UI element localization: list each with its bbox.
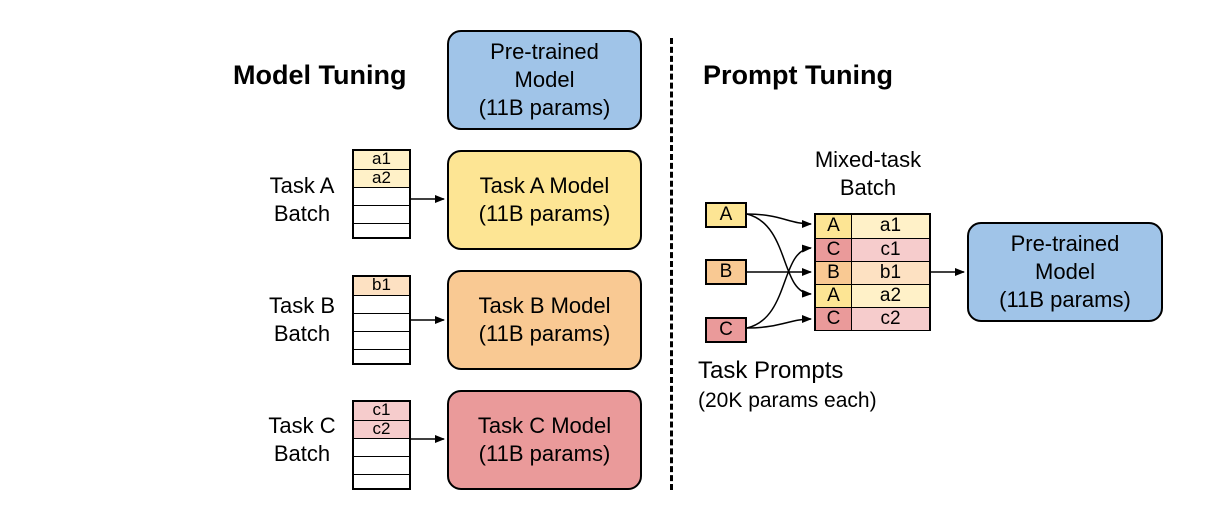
task-a-label-line2: Batch (273, 201, 331, 226)
batch-row: a2 (354, 169, 409, 187)
pretrained-model-box-left: Pre-trained Model (11B params) (447, 30, 642, 130)
task-prompts-params: (20K params each) (698, 389, 877, 412)
mixed-batch-row: A a2 (816, 284, 929, 307)
arrow-prompt-c-row5 (746, 315, 812, 329)
batch-row (354, 456, 409, 474)
arrow-prompt-a-row4 (746, 213, 812, 298)
row-item: b1 (852, 262, 929, 284)
row-item: a2 (852, 285, 929, 307)
mixed-batch-row: C c2 (816, 307, 929, 330)
batch-row (354, 438, 409, 456)
task-b-label-line1: Task B (268, 293, 336, 318)
task-a-batch-table: a1 a2 (352, 149, 411, 239)
mixed-batch-row: A a1 (816, 215, 929, 238)
task-b-model-params: (11B params) (478, 321, 611, 346)
task-prompt-c: C (705, 317, 747, 343)
row-item: c1 (852, 239, 929, 261)
pretrained-model-box-right: Pre-trained Model (11B params) (967, 222, 1163, 322)
row-prompt: B (816, 262, 852, 284)
task-c-model-name: Task C Model (477, 413, 612, 438)
task-prompts-label: Task Prompts (698, 357, 844, 384)
task-c-batch-label: Task C Batch (262, 412, 342, 468)
task-c-batch-table: c1 c2 (352, 400, 411, 490)
task-b-batch-table: b1 (352, 275, 411, 365)
batch-row (354, 223, 409, 241)
section-divider (670, 38, 673, 490)
model-tuning-heading: Model Tuning (233, 60, 407, 90)
task-a-model-params: (11B params) (478, 201, 611, 226)
task-a-batch-label: Task A Batch (262, 172, 342, 228)
task-c-model-params: (11B params) (478, 441, 611, 466)
prompt-tuning-heading: Prompt Tuning (703, 60, 893, 90)
mixed-batch-table: A a1 C c1 B b1 A a2 C c2 (814, 213, 931, 331)
batch-row: c1 (354, 401, 409, 420)
arrow-prompt-a-row1 (746, 213, 812, 228)
batch-row: b1 (354, 276, 409, 295)
pretrained-line2: Model (514, 67, 575, 92)
task-c-label-line2: Batch (273, 441, 331, 466)
task-a-model-box: Task A Model (11B params) (447, 150, 642, 250)
row-prompt: A (816, 215, 852, 238)
task-b-model-name: Task B Model (478, 293, 611, 318)
task-b-model-box: Task B Model (11B params) (447, 270, 642, 370)
row-item: a1 (852, 215, 929, 238)
task-prompt-a: A (705, 202, 747, 228)
batch-row (354, 349, 409, 367)
pretrained-line2: Model (1035, 259, 1095, 284)
batch-row (354, 187, 409, 205)
batch-row (354, 331, 409, 349)
row-prompt: C (816, 308, 852, 330)
task-c-model-box: Task C Model (11B params) (447, 390, 642, 490)
row-item: c2 (852, 308, 929, 330)
task-prompt-b: B (705, 259, 747, 285)
mixed-label-line2: Batch (839, 175, 897, 200)
task-b-batch-label: Task B Batch (262, 292, 342, 348)
batch-row (354, 295, 409, 313)
mixed-label-line1: Mixed-task (814, 147, 922, 172)
batch-row: a1 (354, 150, 409, 169)
pretrained-line3: (11B params) (478, 95, 611, 120)
task-b-label-line2: Batch (273, 321, 331, 346)
pretrained-line3: (11B params) (999, 287, 1131, 312)
pretrained-line1: Pre-trained (1010, 231, 1120, 256)
batch-row (354, 205, 409, 223)
mixed-batch-row: C c1 (816, 238, 929, 261)
pretrained-line1: Pre-trained (490, 39, 599, 64)
arrow-prompt-c-row2 (746, 244, 812, 329)
task-c-label-line1: Task C (268, 413, 336, 438)
batch-row (354, 474, 409, 492)
task-a-model-name: Task A Model (479, 173, 610, 198)
task-a-label-line1: Task A (269, 173, 335, 198)
row-prompt: C (816, 239, 852, 261)
mixed-batch-row: B b1 (816, 261, 929, 284)
mixed-task-batch-label: Mixed-task Batch (778, 146, 958, 202)
batch-row: c2 (354, 420, 409, 438)
batch-row (354, 313, 409, 331)
row-prompt: A (816, 285, 852, 307)
